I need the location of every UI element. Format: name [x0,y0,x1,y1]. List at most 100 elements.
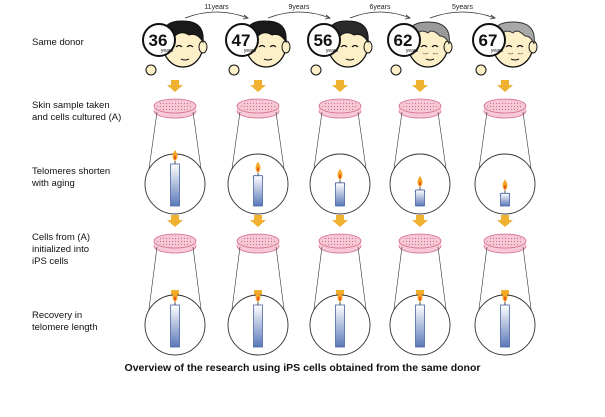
interval-arrow [267,11,331,19]
candle-flame-core [419,181,421,187]
candle-flame-core [339,296,341,301]
face-hand [145,64,157,76]
dish-cells [157,235,193,247]
interval-arrowhead [242,14,249,20]
face-eye [516,44,524,48]
age-unit: years [161,48,174,54]
culture-dish [236,233,280,254]
age-unit: years [326,48,339,54]
dish-cells [322,235,358,247]
candle-body [415,189,425,207]
age-badge [225,23,259,57]
interval-label: 5years [452,4,474,11]
culture-dish [318,98,362,119]
face-mouth [263,58,273,61]
face-hand [310,64,322,76]
label-line: Cells from (A) [32,232,91,243]
zoom-line [522,111,533,177]
face-mouth [180,58,190,61]
down-arrow [412,80,428,92]
age-number: 67 [479,31,498,50]
zoom-line [275,246,286,318]
candle-flame-core [339,173,341,179]
interval-arrowhead [324,14,331,20]
interval-label: 11years [204,4,229,11]
zoom-line [275,111,286,177]
candle-flame-core [174,155,176,160]
zoom-line [392,246,403,318]
zoom-line [147,111,158,177]
zoom-line [230,111,241,177]
candle-circle [227,153,289,215]
figure-caption: Overview of the research using iPS cells… [124,362,481,374]
face-eye [340,44,348,48]
age-badge [472,23,506,57]
label-line: Skin sample taken [32,100,110,111]
candle-circle [144,291,206,356]
culture-dish [153,233,197,254]
down-arrow [497,80,513,92]
candle-flame-core [257,296,259,301]
interval-arrowhead [404,14,411,20]
interval-arrow [349,11,411,19]
age-number: 47 [232,31,251,50]
row-label-same-donor: Same donor [32,37,84,49]
zoom-line [437,246,448,318]
candle-circle [227,291,289,356]
candle-circle [474,291,536,356]
candle-body [253,304,263,348]
dish-cells [157,100,193,112]
candle-body [335,182,345,207]
row-label-ips-cells: Cells from (A) initialized into iPS cell… [32,232,90,268]
face-eye [258,44,266,48]
culture-dish [483,98,527,119]
dish-cells [240,100,276,112]
face-wrinkle [422,52,429,55]
interval-arrow [184,11,249,19]
telomere-candles [144,150,536,356]
label-line: and cells cultured (A) [32,112,122,123]
candle-body [253,175,263,207]
down-arrow [332,215,348,227]
face-eye [420,44,428,48]
age-number: 62 [394,31,413,50]
candle-body [170,304,180,348]
age-number: 56 [314,31,333,50]
down-arrow [167,80,183,92]
dish-cells [402,100,438,112]
down-arrow [332,80,348,92]
label-line: initialized into [32,244,90,255]
zoom-line [230,246,241,318]
zoom-line [357,246,368,318]
age-unit: years [406,48,419,54]
culture-dish [236,98,280,119]
down-arrow [167,215,183,227]
face-eye [269,44,277,48]
candle-circle [309,291,371,356]
face-wrinkle [517,52,524,55]
zoom-line [477,111,488,177]
candle-body [415,304,425,348]
candle-circle [474,153,536,215]
candle-body [335,304,345,348]
face-eye [175,44,183,48]
face-mouth [425,58,435,61]
interval-label: 6years [369,4,391,11]
candle-flame-core [419,296,421,301]
dish-cells [487,235,523,247]
face-hand [475,64,487,76]
interval-arrow [429,11,496,19]
zoom-line [392,111,403,177]
face-wrinkle [507,52,514,55]
dish-cells [240,235,276,247]
down-arrow [250,80,266,92]
candle-flame-core [504,184,506,190]
label-line: iPS cells [32,256,69,267]
face-eye [505,44,513,48]
face-wrinkle [432,52,439,55]
zoom-line [192,246,203,318]
culture-dish [483,233,527,254]
dish-cells [402,235,438,247]
